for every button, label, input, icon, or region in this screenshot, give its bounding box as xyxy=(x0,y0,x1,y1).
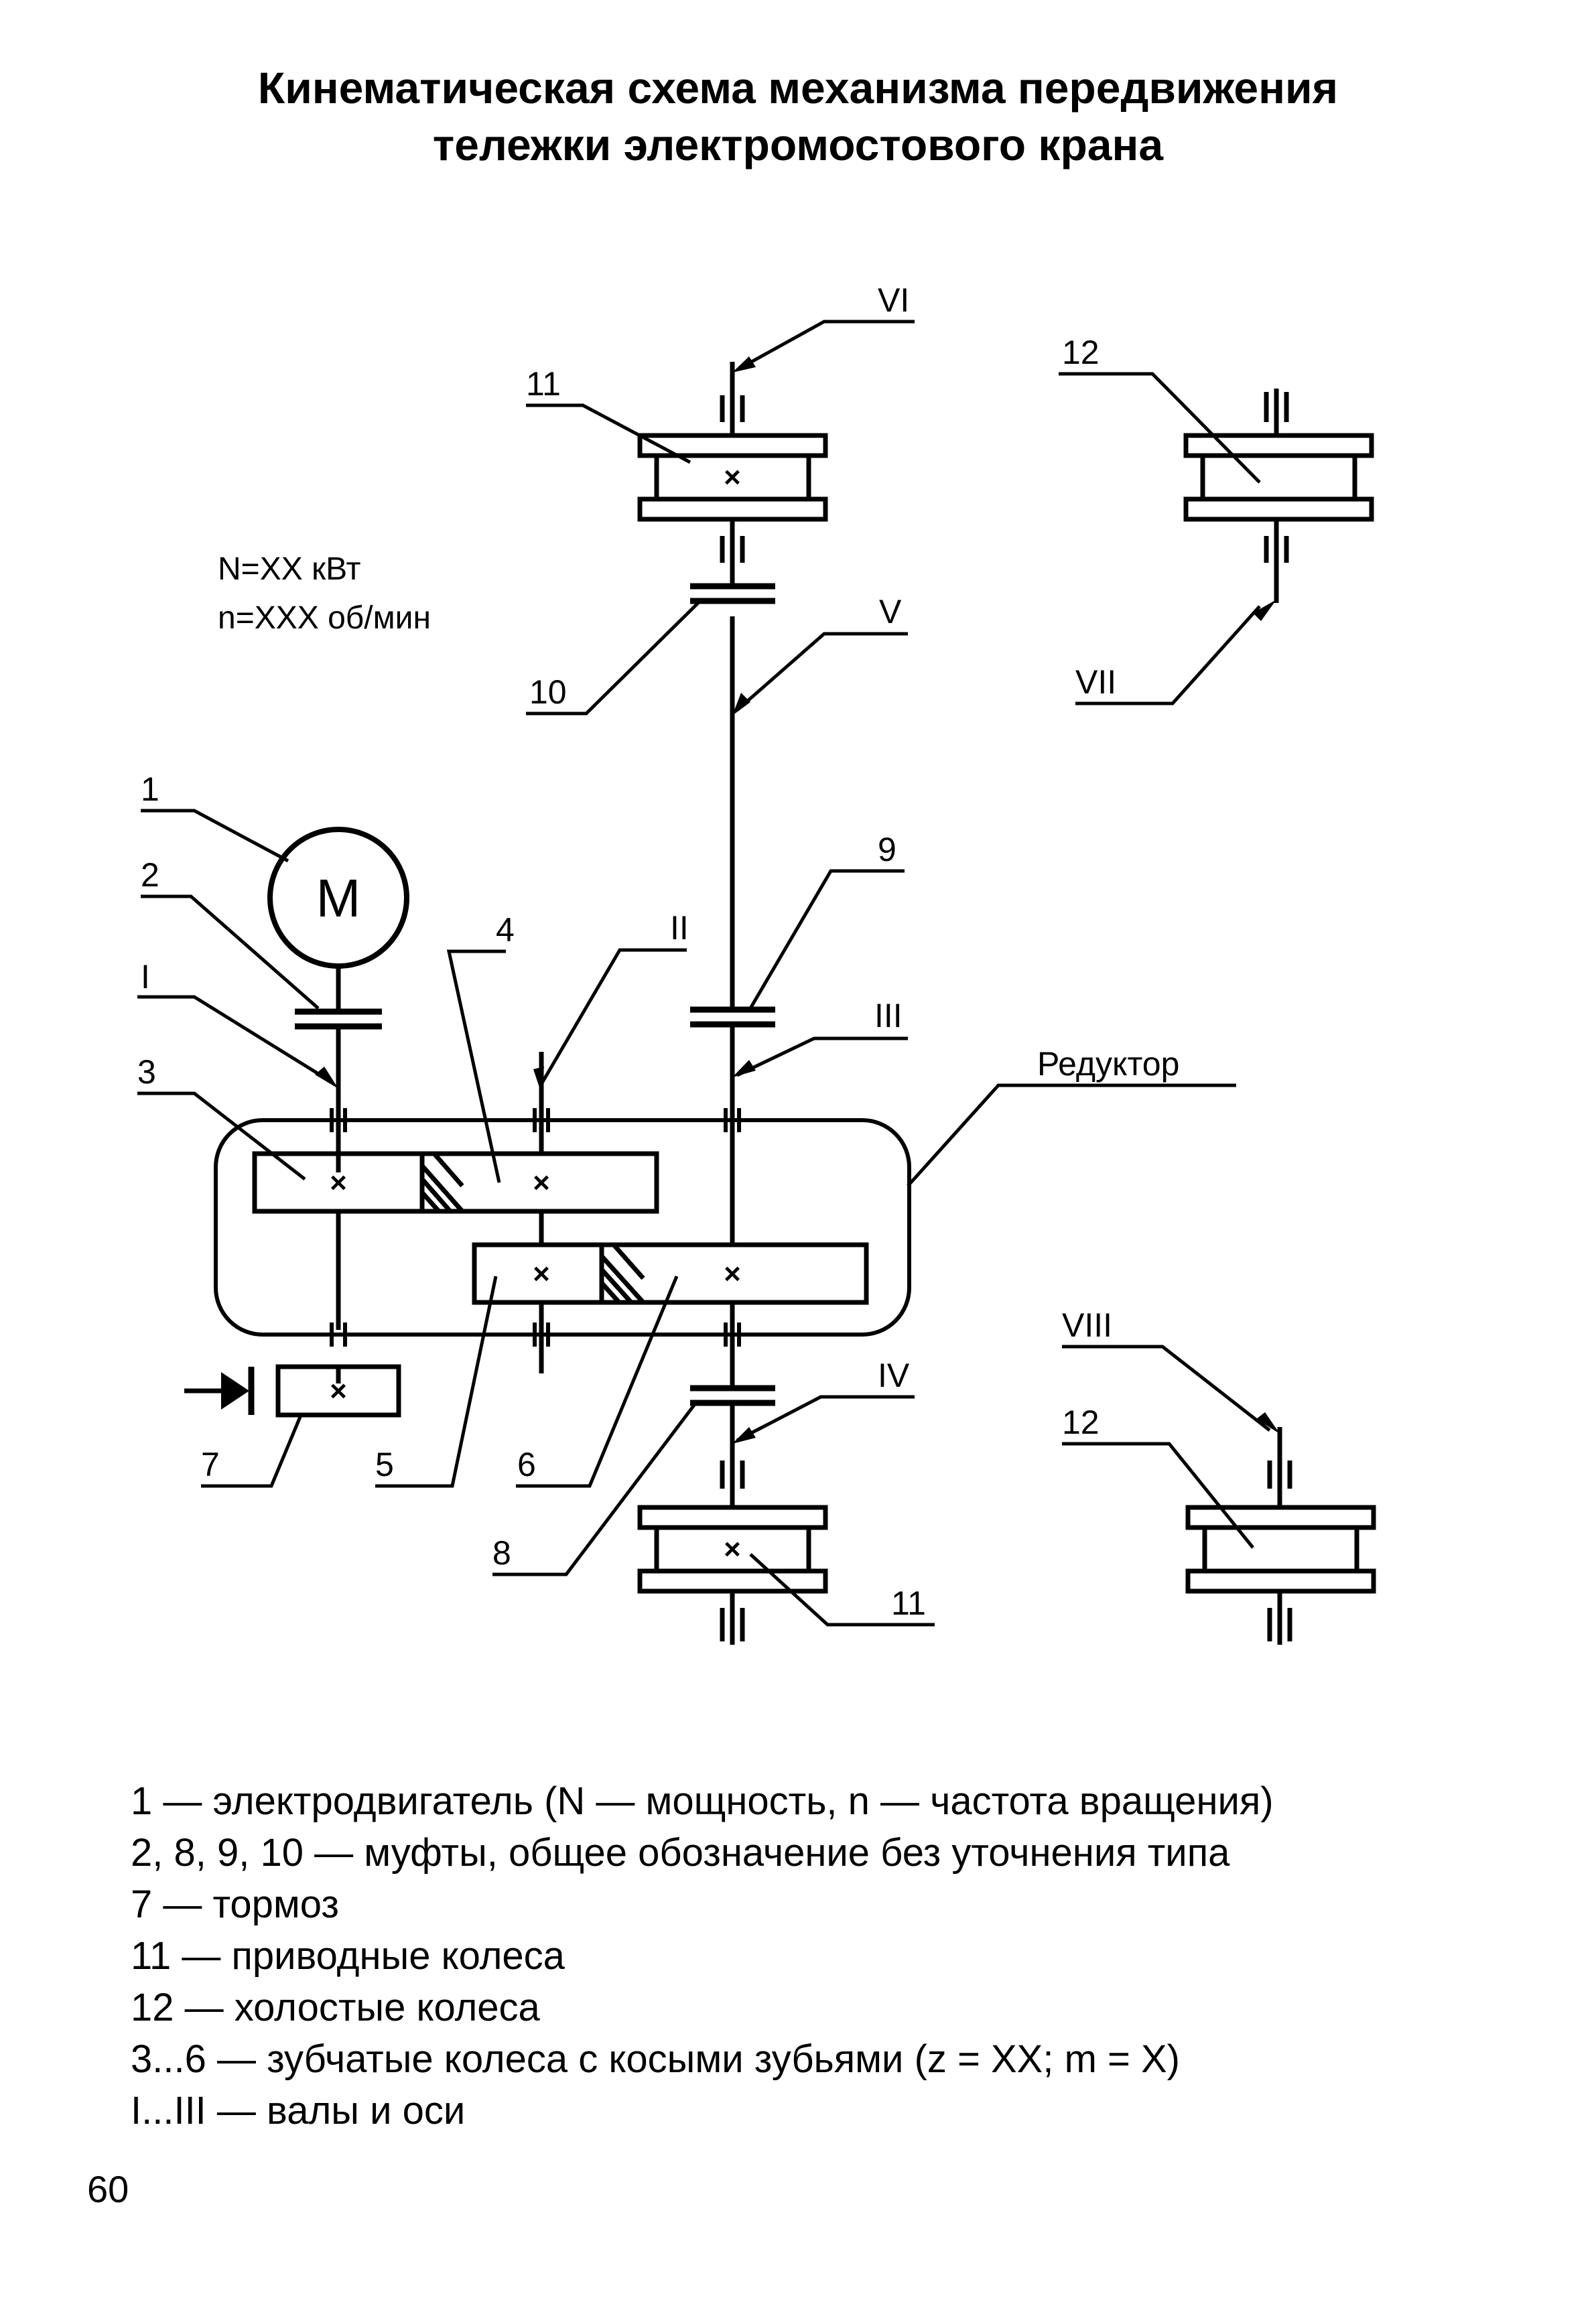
label-11-bottom: 11 xyxy=(891,1584,926,1622)
legend-item: 12 — холостые колеса xyxy=(131,1986,540,2029)
legend-item: 3...6 — зубчатые колеса с косыми зубьями… xyxy=(131,2037,1180,2081)
wheel-11-top-mark: × xyxy=(724,461,741,494)
label-shaft-VI: VI xyxy=(878,281,909,319)
label-shaft-II: II xyxy=(670,909,689,947)
wheel-11-bottom-mark: × xyxy=(724,1533,741,1566)
label-shaft-VIII: VIII xyxy=(1062,1306,1112,1344)
drive-wheel-11-bottom xyxy=(637,1461,828,1645)
label-shaft-VII: VII xyxy=(1075,663,1116,701)
label-12-bottom: 12 xyxy=(1062,1404,1100,1441)
label-4: 4 xyxy=(496,911,515,949)
motor-power: N=XX кВт xyxy=(218,551,360,587)
legend-item: 1 — электродвигатель (N — мощность, n — … xyxy=(131,1779,1274,1823)
label-8: 8 xyxy=(492,1534,511,1572)
label-shaft-I: I xyxy=(141,958,150,996)
label-9: 9 xyxy=(878,831,896,868)
label-shaft-III: III xyxy=(874,997,903,1034)
coupling-10 xyxy=(690,583,775,604)
gear-4-mark: × xyxy=(533,1166,550,1199)
label-3: 3 xyxy=(137,1053,156,1091)
coupling-8 xyxy=(690,1385,775,1406)
legend-item: 7 — тормоз xyxy=(131,1883,339,1926)
bearings-housing xyxy=(330,1108,741,1347)
gear-6-mark: × xyxy=(724,1258,741,1290)
label-shaft-V: V xyxy=(879,593,902,630)
brake-arrow-icon xyxy=(221,1372,249,1410)
idle-wheel-12-bottom xyxy=(1185,1427,1376,1645)
brake-7 xyxy=(184,1364,401,1418)
motor-speed: n=XXX об/мин xyxy=(218,600,431,636)
idle-wheel-12-top xyxy=(1183,389,1374,603)
legend-item: I...III — валы и оси xyxy=(131,2089,466,2132)
coupling-2 xyxy=(295,1008,382,1030)
shaft-arrowheads xyxy=(315,356,1280,1444)
label-10: 10 xyxy=(529,673,567,711)
label-1: 1 xyxy=(141,770,159,808)
diagram-title-line-2: тележки электромостового крана xyxy=(432,120,1164,169)
gear-pair-3-4 xyxy=(252,1151,659,1214)
label-5: 5 xyxy=(375,1446,394,1483)
label-6: 6 xyxy=(517,1446,536,1483)
drive-wheel-11-top xyxy=(637,362,828,586)
label-11-top: 11 xyxy=(526,365,561,403)
label-12-top: 12 xyxy=(1062,334,1100,371)
label-2: 2 xyxy=(141,856,159,894)
page-number: 60 xyxy=(87,2168,129,2210)
diagram-title-line-1: Кинематическая схема механизма передвиже… xyxy=(257,63,1339,113)
label-7: 7 xyxy=(201,1446,220,1483)
gearbox-housing xyxy=(214,1118,911,1337)
gear-3-mark: × xyxy=(330,1166,347,1199)
motor-symbol: M xyxy=(316,868,361,928)
label-gearbox: Редуктор xyxy=(1037,1045,1179,1083)
coupling-9 xyxy=(690,1006,775,1028)
legend-item: 11 — приводные колеса xyxy=(131,1934,565,1978)
gear-5-mark: × xyxy=(533,1258,550,1290)
legend-item: 2, 8, 9, 10 — муфты, общее обозначение б… xyxy=(131,1831,1230,1875)
leader-lines xyxy=(137,320,1271,1627)
label-shaft-IV: IV xyxy=(878,1357,910,1394)
brake-7-mark: × xyxy=(330,1375,347,1408)
